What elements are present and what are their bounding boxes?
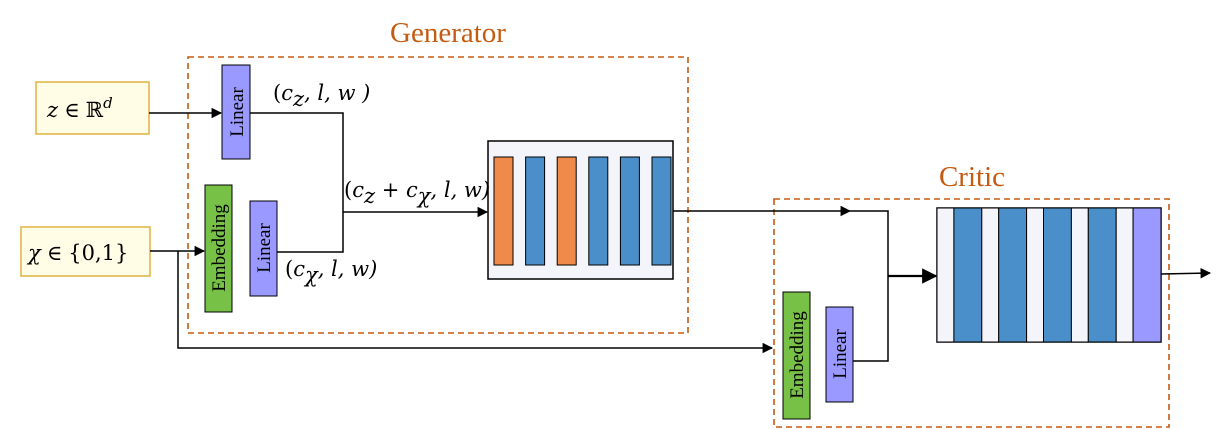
label-sum-l-w: (cz + cχ, l, w) [344,178,490,208]
critic-layer-blue [1087,207,1117,343]
critic-layer-light [1070,207,1089,343]
critic-layer-light [936,207,955,343]
critic-layer-blue [953,207,983,343]
generator-layer-stack [487,140,674,280]
svg-text:Linear: Linear [227,87,248,137]
input-z-box: z∈ℝd [35,81,150,135]
critic-block: Critic [773,161,1170,428]
line-gen-output-down [850,210,889,276]
critic-layer-linear [1132,207,1162,343]
critic-layer-stack [936,207,1162,343]
critic-linear: Linear [825,306,854,403]
generator-layer-blue [651,156,672,266]
generator-layer-blue [525,156,546,266]
critic-layer-light [1115,207,1134,343]
input-z-label: z∈ℝd [46,94,113,122]
critic-layer-blue [1043,207,1072,343]
generator-block: Generator [187,17,689,334]
line-linear-z-out [250,112,344,212]
connectors [149,107,1212,362]
arrow-critic-output [1160,267,1212,279]
label-cchi-l-w: (cχ, l, w) [285,257,377,287]
generator-frame [187,56,689,334]
label-cz-l-w: (cz, l, w ) [273,81,370,111]
generator-layer-orange [556,156,577,266]
generator-title: Generator [390,17,506,49]
svg-text:Embedding: Embedding [209,204,230,292]
generator-layer-blue [588,156,609,266]
critic-layer-light [981,207,1000,343]
critic-frame [773,198,1170,428]
generator-embedding: Embedding [204,184,233,313]
critic-layer-light [1026,207,1044,343]
input-chi-box: χ∈{0,1} [20,226,151,277]
critic-title: Critic [939,161,1005,193]
svg-text:Embedding: Embedding [787,311,808,399]
critic-embedding: Embedding [782,291,811,420]
line-critic-linear-out [853,276,889,362]
line-chi-to-critic [177,251,774,354]
generator-linear-z: Linear [221,64,251,160]
generator-layer-orange [493,156,514,266]
svg-text:Linear: Linear [830,329,851,379]
critic-layer-blue [998,207,1028,343]
svg-text:Linear: Linear [254,223,275,273]
generator-layer-blue [619,156,640,266]
generator-linear-chi: Linear [249,200,278,297]
input-chi-label: χ∈{0,1} [26,241,128,265]
line-linear-chi-out [277,212,344,253]
